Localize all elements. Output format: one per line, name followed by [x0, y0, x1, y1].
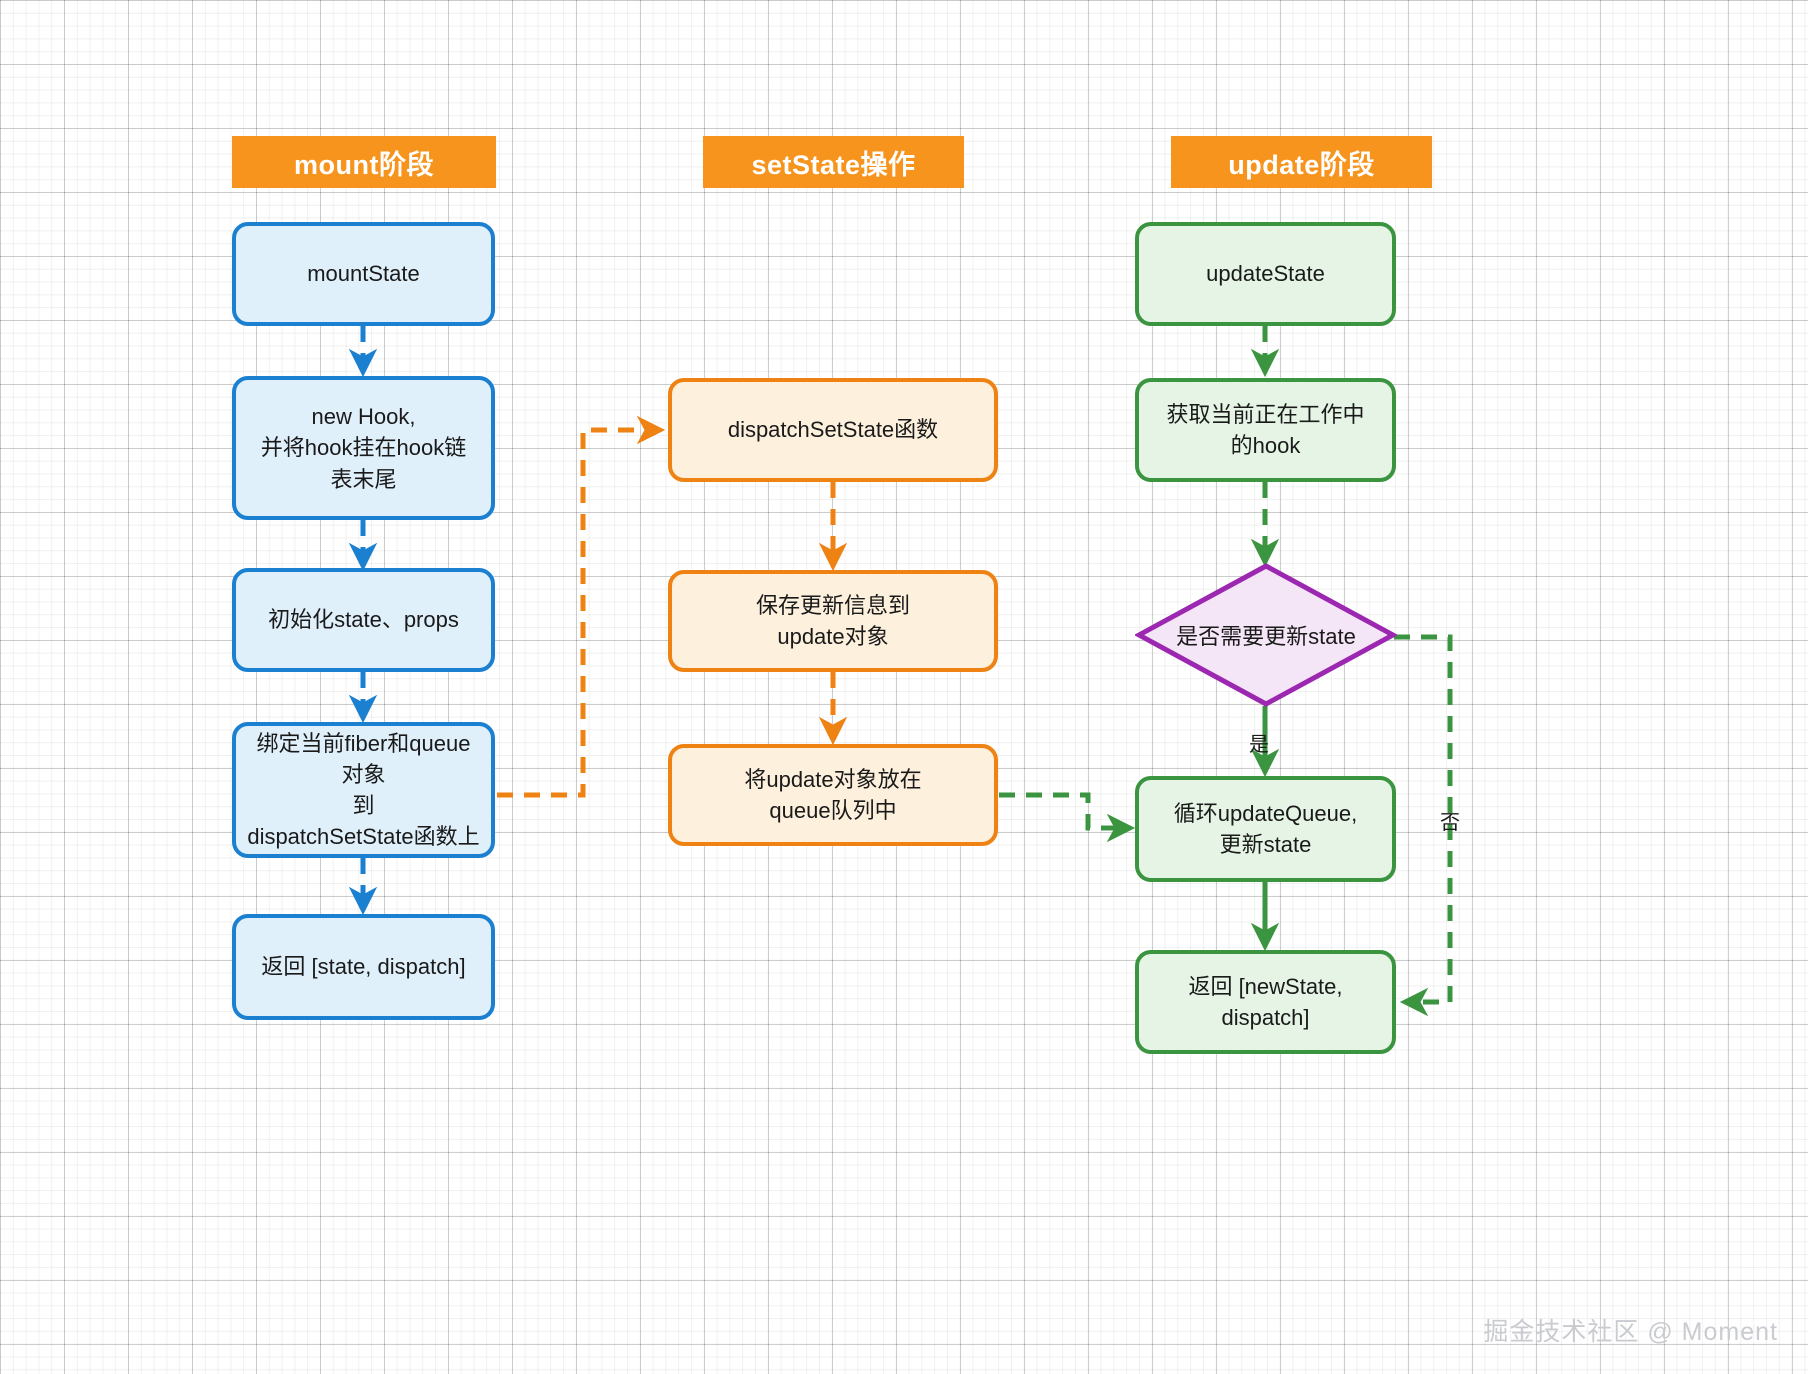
node-mount-state[interactable]: mountState — [232, 222, 495, 326]
edge-label-yes: 是 — [1249, 728, 1269, 757]
banner-setstate-label: setState操作 — [751, 149, 916, 180]
node-save-update-object-label: 保存更新信息到 update对象 — [755, 592, 910, 649]
node-decision-need-update[interactable]: 是否需要更新state — [1135, 562, 1397, 708]
node-init-state-props-label: 初始化state、props — [268, 607, 459, 633]
watermark: 掘金技术社区 @ Moment — [1483, 1312, 1778, 1348]
edge-label-yes-text: 是 — [1249, 734, 1269, 756]
node-get-current-hook-label: 获取当前正在工作中 的hook — [1166, 401, 1365, 458]
node-get-current-hook[interactable]: 获取当前正在工作中 的hook — [1135, 378, 1396, 482]
banner-mount-label: mount阶段 — [294, 149, 434, 180]
node-save-update-object[interactable]: 保存更新信息到 update对象 — [668, 570, 998, 672]
edge-label-no: 否 — [1440, 806, 1460, 835]
node-mount-state-label: mountState — [307, 261, 420, 287]
node-return-state-dispatch-label: 返回 [state, dispatch] — [261, 954, 466, 980]
node-bind-fiber-queue[interactable]: 绑定当前fiber和queue对象 到 dispatchSetState函数上 — [232, 722, 495, 858]
node-update-state[interactable]: updateState — [1135, 222, 1396, 326]
banner-update-label: update阶段 — [1228, 149, 1375, 180]
node-update-state-label: updateState — [1206, 261, 1325, 287]
node-new-hook[interactable]: new Hook, 并将hook挂在hook链 表末尾 — [232, 376, 495, 520]
banner-mount: mount阶段 — [232, 136, 496, 188]
node-enqueue-update[interactable]: 将update对象放在 queue队列中 — [668, 744, 998, 846]
node-return-newstate-dispatch-label: 返回 [newState, dispatch] — [1188, 973, 1343, 1030]
decision-diamond-shape — [1135, 563, 1397, 707]
banner-update: update阶段 — [1171, 136, 1432, 188]
node-init-state-props[interactable]: 初始化state、props — [232, 568, 495, 672]
node-loop-update-queue-label: 循环updateQueue, 更新state — [1173, 800, 1358, 857]
node-dispatch-setstate-fn-label: dispatchSetState函数 — [727, 417, 939, 443]
node-bind-fiber-queue-label: 绑定当前fiber和queue对象 到 dispatchSetState函数上 — [247, 730, 480, 850]
node-loop-update-queue[interactable]: 循环updateQueue, 更新state — [1135, 776, 1396, 882]
node-new-hook-label: new Hook, 并将hook挂在hook链 表末尾 — [260, 404, 467, 492]
node-enqueue-update-label: 将update对象放在 queue队列中 — [744, 766, 922, 823]
edge-label-no-text: 否 — [1440, 812, 1460, 834]
banner-setstate: setState操作 — [703, 136, 964, 188]
node-dispatch-setstate-fn[interactable]: dispatchSetState函数 — [668, 378, 998, 482]
node-return-state-dispatch[interactable]: 返回 [state, dispatch] — [232, 914, 495, 1020]
watermark-text: 掘金技术社区 @ Moment — [1483, 1318, 1778, 1346]
node-return-newstate-dispatch[interactable]: 返回 [newState, dispatch] — [1135, 950, 1396, 1054]
